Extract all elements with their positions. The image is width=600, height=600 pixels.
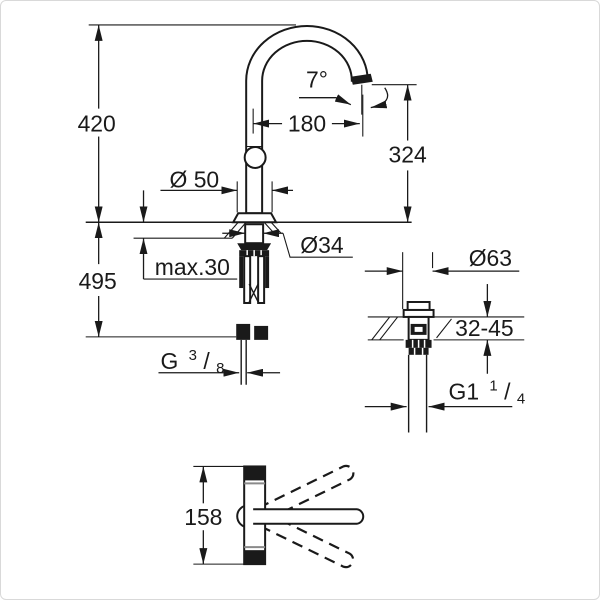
supply-hose-left: [243, 255, 252, 304]
dim-180: 180: [252, 94, 364, 137]
dim-g114-label: G1 1 / 4: [449, 370, 526, 408]
g114-slash: /: [504, 379, 511, 405]
drain-deck-band: [367, 316, 525, 341]
g114-prefix: G1: [449, 379, 480, 405]
dim-495: 495: [79, 222, 117, 337]
g114-denominator: 4: [517, 391, 525, 408]
spout-top-view-bar: [253, 508, 365, 525]
g38-slash: /: [203, 348, 210, 374]
dim-495-label: 495: [79, 268, 117, 294]
dim-dia34: Ø34: [222, 229, 353, 258]
drain-ring: [408, 347, 429, 355]
drain-side-view: Ø63 32-45: [364, 245, 526, 433]
dim-158-label: 158: [184, 504, 222, 530]
drain-valve: [402, 300, 435, 433]
dim-max30: max.30: [139, 190, 238, 280]
g38-denominator: 8: [216, 360, 224, 377]
g114-numerator: 1: [489, 378, 497, 395]
locknut-and-hoses: [236, 243, 272, 385]
threaded-stud-right: [265, 256, 270, 289]
g38-numerator: 3: [189, 347, 197, 364]
dim-324: 324: [371, 84, 427, 223]
dim-g38: G 3 / 8: [158, 339, 281, 377]
swivel-spout-lower: [257, 511, 355, 569]
threaded-stud-left: [239, 256, 244, 289]
hose-crossing: [248, 283, 259, 303]
drain-plug-cap: [406, 300, 431, 311]
dim-324-label: 324: [389, 141, 427, 167]
drain-flange: [402, 308, 435, 318]
dim-g38-label: G 3 / 8: [160, 339, 224, 377]
swivel-spout-upper: [258, 464, 355, 522]
handle-knob: [243, 146, 267, 169]
g38-prefix: G: [160, 348, 178, 374]
hose-nut-right: [254, 325, 269, 340]
dim-32-45-label: 32-45: [455, 315, 514, 341]
dim-420: 420: [78, 24, 116, 223]
dim-g114: G1 1 / 4: [364, 370, 526, 411]
dim-180-label: 180: [288, 111, 326, 137]
hose-nut-left: [236, 323, 251, 340]
dim-420-label: 420: [78, 111, 116, 137]
faucet-front-view: 420 495 Ø 50 7°: [78, 24, 427, 385]
angle-7deg-label: 7°: [306, 67, 328, 93]
dim-max30-label: max.30: [155, 254, 230, 280]
dim-32-45: 32-45: [455, 284, 514, 374]
base-escutcheon: [231, 212, 278, 224]
dim-dia50-label: Ø 50: [170, 166, 220, 192]
dim-dia34-label: Ø34: [300, 232, 344, 258]
supply-hose-right: [257, 255, 266, 304]
spout-top-view: 158: [184, 464, 365, 569]
dim-158: 158: [184, 465, 245, 565]
dim-dia63: Ø63: [364, 245, 520, 309]
hose-tail: [240, 339, 247, 385]
dim-dia50: Ø 50: [160, 166, 294, 213]
spout-aerator-tip: [350, 73, 373, 85]
dim-dia63-label: Ø63: [469, 245, 512, 271]
angle-7deg: 7°: [299, 67, 389, 115]
drain-tailpipe: [407, 354, 428, 433]
locknut-cone: [237, 243, 272, 251]
mounting-shank-section: [244, 223, 265, 245]
